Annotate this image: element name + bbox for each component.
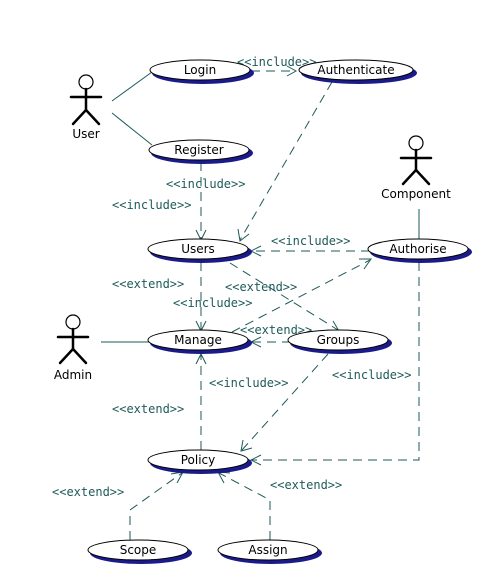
actor-component-label: Component [381,187,451,201]
use-case-assign-label: Assign [248,543,287,557]
use-case-register[interactable]: Register [148,139,253,164]
dependency-users-groups [229,262,339,331]
use-case-authenticate[interactable]: Authenticate [298,59,417,84]
stereotype-assign-policy: <<extend>> [270,478,342,492]
use-case-policy-label: Policy [181,453,216,467]
association-user-register [111,112,153,146]
use-case-login-label: Login [184,63,216,77]
actor-admin[interactable]: Admin [54,314,92,382]
stereotype-register-users-1: <<include>> [166,177,245,191]
arrowhead-policy-from-authorise [249,454,262,466]
stereotype-policy-manage: <<include>> [209,376,288,390]
stereotype-authorise-users: <<include>> [271,234,350,248]
dependency-manage-authorise [231,259,371,333]
actor-component[interactable]: Component [381,135,451,201]
dependency-assign-policy [218,472,271,540]
actor-admin-label: Admin [54,368,92,382]
stereotype-register-users-2: <<include>> [112,198,191,212]
arrowhead-policy-from-groups [240,439,253,452]
stereotype-policy-extend: <<extend>> [112,402,184,416]
use-case-scope[interactable]: Scope [87,539,192,564]
stereotype-manage-authorise: <<include>> [173,296,252,310]
stick-figure-icon [56,314,90,365]
dependency-scope-policy [129,472,183,540]
use-case-users[interactable]: Users [147,238,252,263]
stereotype-users-groups: <<extend>> [225,280,297,294]
actor-user[interactable]: User [69,74,103,141]
use-case-users-label: Users [181,242,215,256]
use-case-authenticate-label: Authenticate [317,63,394,77]
stereotype-groups-policy: <<include>> [332,368,411,382]
stereotype-groups-manage: <<extend>> [240,323,312,337]
stereotype-users-manage: <<extend>> [112,277,184,291]
dependency-authenticate-users [239,81,333,241]
dependency-authorise-policy [252,262,420,461]
use-case-groups-label: Groups [317,333,360,347]
stereotype-login-authenticate: <<include>> [237,55,316,69]
stick-figure-icon [69,74,103,126]
use-case-login[interactable]: Login [149,59,254,84]
use-case-policy[interactable]: Policy [147,449,252,474]
stereotype-scope-policy: <<extend>> [52,485,124,499]
arrowhead-authorise [359,258,372,270]
association-user-login [111,71,153,102]
dependency-groups-policy [241,353,329,451]
use-case-authorise[interactable]: Authorise [367,238,472,263]
arrowhead-authenticate [286,65,298,77]
stick-figure-icon [399,135,433,186]
use-case-manage-label: Manage [174,333,222,347]
use-case-assign[interactable]: Assign [217,539,322,564]
actor-user-label: User [72,127,99,141]
use-case-authorise-label: Authorise [389,242,446,256]
use-case-groups[interactable]: Groups [287,329,392,354]
use-case-scope-label: Scope [120,543,157,557]
use-case-manage[interactable]: Manage [147,329,252,354]
arrowhead-users-from-authenticate [237,228,250,242]
use-case-register-label: Register [174,143,223,157]
